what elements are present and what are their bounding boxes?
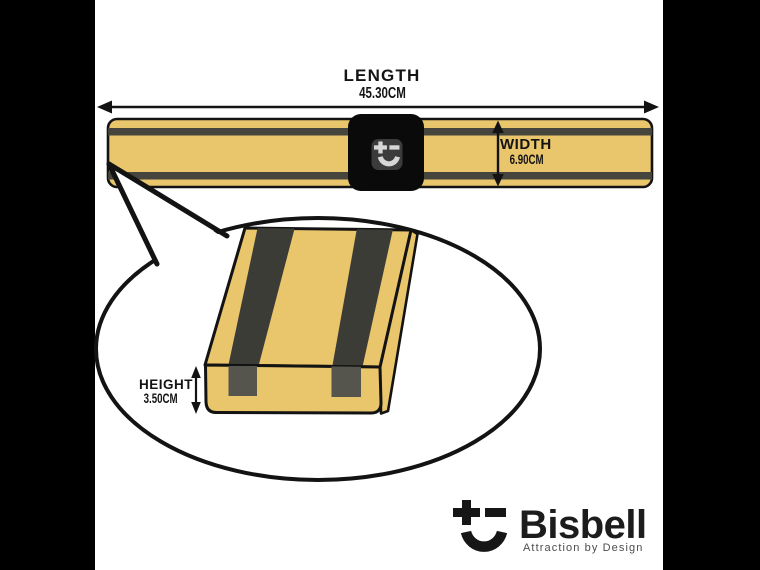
knife-bar-3d-view bbox=[203, 226, 419, 415]
brand-badge bbox=[348, 114, 424, 191]
letterbox-left bbox=[0, 0, 95, 570]
knife-bar-top-view bbox=[106, 114, 654, 191]
bar-front-magnet-strips bbox=[228, 366, 361, 397]
brand-name: Bisbell bbox=[519, 503, 647, 547]
letterbox-right bbox=[663, 0, 760, 570]
height-value: 3.50CM bbox=[143, 391, 179, 406]
bar-top-magnet-strips bbox=[228, 228, 393, 367]
length-arrow bbox=[97, 100, 659, 114]
height-arrow bbox=[191, 366, 201, 414]
length-label: LENGTH bbox=[343, 66, 421, 85]
brand-tagline: Attraction by Design bbox=[523, 542, 644, 554]
width-label: WIDTH bbox=[500, 136, 552, 153]
width-arrow bbox=[492, 120, 504, 187]
width-value: 6.90CM bbox=[509, 152, 545, 167]
length-value: 45.30CM bbox=[358, 85, 406, 102]
height-label: HEIGHT bbox=[138, 377, 193, 392]
callout-tail bbox=[109, 163, 230, 268]
bisbell-magnet-smile-icon bbox=[453, 500, 506, 547]
